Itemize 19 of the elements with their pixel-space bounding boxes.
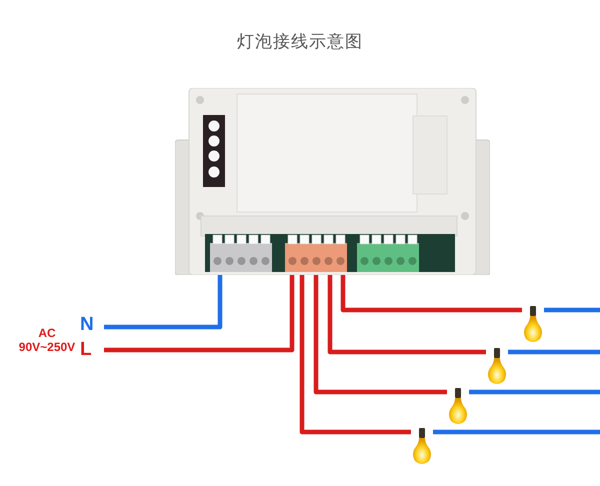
wire (433, 430, 600, 434)
relay-module-drawing (175, 88, 490, 275)
wire (328, 275, 486, 354)
diagram-title: 灯泡接线示意图 (237, 32, 363, 52)
wire (104, 275, 222, 330)
wire (340, 275, 522, 312)
light-bulb-drawing (486, 348, 508, 386)
light-bulb-drawing (522, 306, 544, 344)
wire (104, 275, 294, 352)
wire (508, 350, 600, 354)
wire-label: N (80, 314, 95, 336)
wire (544, 308, 600, 312)
wire (300, 275, 411, 434)
wire-label: L (80, 339, 93, 361)
light-bulb-drawing (447, 388, 469, 426)
wire (314, 275, 447, 394)
wire (469, 390, 600, 394)
light-bulb-drawing (411, 428, 433, 466)
voltage-label: AC 90V~250V (18, 326, 76, 354)
